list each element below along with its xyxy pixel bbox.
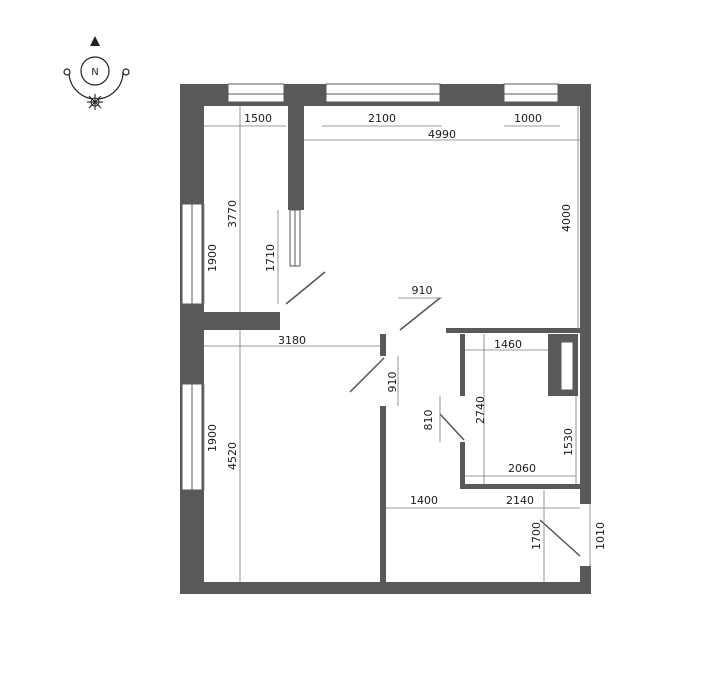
doors	[285, 271, 581, 557]
dim-bedroom-height: 4520	[226, 442, 239, 470]
dimension-labels: 1500 2100 1000 4990 3770 1900 1710 4000 …	[206, 112, 607, 550]
dim-bathroom-wall: 1530	[562, 428, 575, 456]
windows	[181, 83, 559, 491]
outer-wall-right-top	[580, 84, 591, 504]
compass-circle	[80, 56, 110, 86]
window-top-middle	[325, 83, 441, 103]
bedroom-wall-right-top	[380, 334, 386, 356]
dim-bathroom-width: 1460	[494, 338, 522, 351]
dim-bedroom-door: 910	[386, 372, 399, 393]
outer-wall-right-bottom	[580, 566, 591, 594]
partition-wall-top	[288, 106, 304, 210]
sun-icon	[87, 94, 103, 110]
dim-entrance-height: 1700	[530, 522, 543, 550]
compass-right-dot	[122, 68, 130, 76]
door-entrance	[539, 519, 581, 557]
north-arrow-icon	[90, 36, 100, 46]
dim-bedroom-window-height: 1900	[206, 424, 219, 452]
window-top-right	[503, 83, 559, 103]
compass: N	[63, 36, 130, 110]
dim-bedroom-width: 3180	[278, 334, 306, 347]
door-living-room	[399, 297, 441, 331]
bathroom-wall-left-lower	[460, 442, 465, 488]
dim-hall-width-right: 2140	[506, 494, 534, 507]
compass-left-dot	[63, 68, 71, 76]
dim-left-window-height: 1900	[206, 244, 219, 272]
window-top-left	[227, 83, 285, 103]
wall-corridor-stub	[446, 328, 580, 333]
door-bedroom	[349, 357, 385, 393]
dim-entrance-door: 1010	[594, 522, 607, 550]
dim-living-room-height: 4000	[560, 204, 573, 232]
wall-left-room-bottom	[180, 312, 280, 330]
dim-left-room-height: 3770	[226, 200, 239, 228]
dim-living-room-width: 4990	[428, 128, 456, 141]
dim-bathroom-height: 2740	[474, 396, 487, 424]
bedroom-wall-right	[380, 406, 386, 582]
door-bathroom	[439, 413, 465, 441]
dim-top-left-room-width: 1500	[244, 112, 272, 125]
bathroom-wall-bottom	[460, 484, 580, 489]
walls	[180, 84, 591, 594]
dim-bathroom-door: 810	[422, 410, 435, 431]
outer-wall-left	[180, 84, 204, 594]
dim-partition-length: 1710	[264, 244, 277, 272]
dim-door-living: 910	[412, 284, 433, 297]
dim-hall-width-left: 1400	[410, 494, 438, 507]
vent-shaft-inner	[560, 341, 574, 391]
door-left-room	[285, 271, 326, 305]
dim-bathroom-bottom: 2060	[508, 462, 536, 475]
bathroom-wall-left	[460, 334, 465, 396]
dim-top-window-2: 1000	[514, 112, 542, 125]
dim-top-window-1: 2100	[368, 112, 396, 125]
dimension-lines	[203, 106, 591, 582]
compass-label: N	[91, 67, 98, 78]
outer-wall-bottom	[180, 582, 591, 594]
